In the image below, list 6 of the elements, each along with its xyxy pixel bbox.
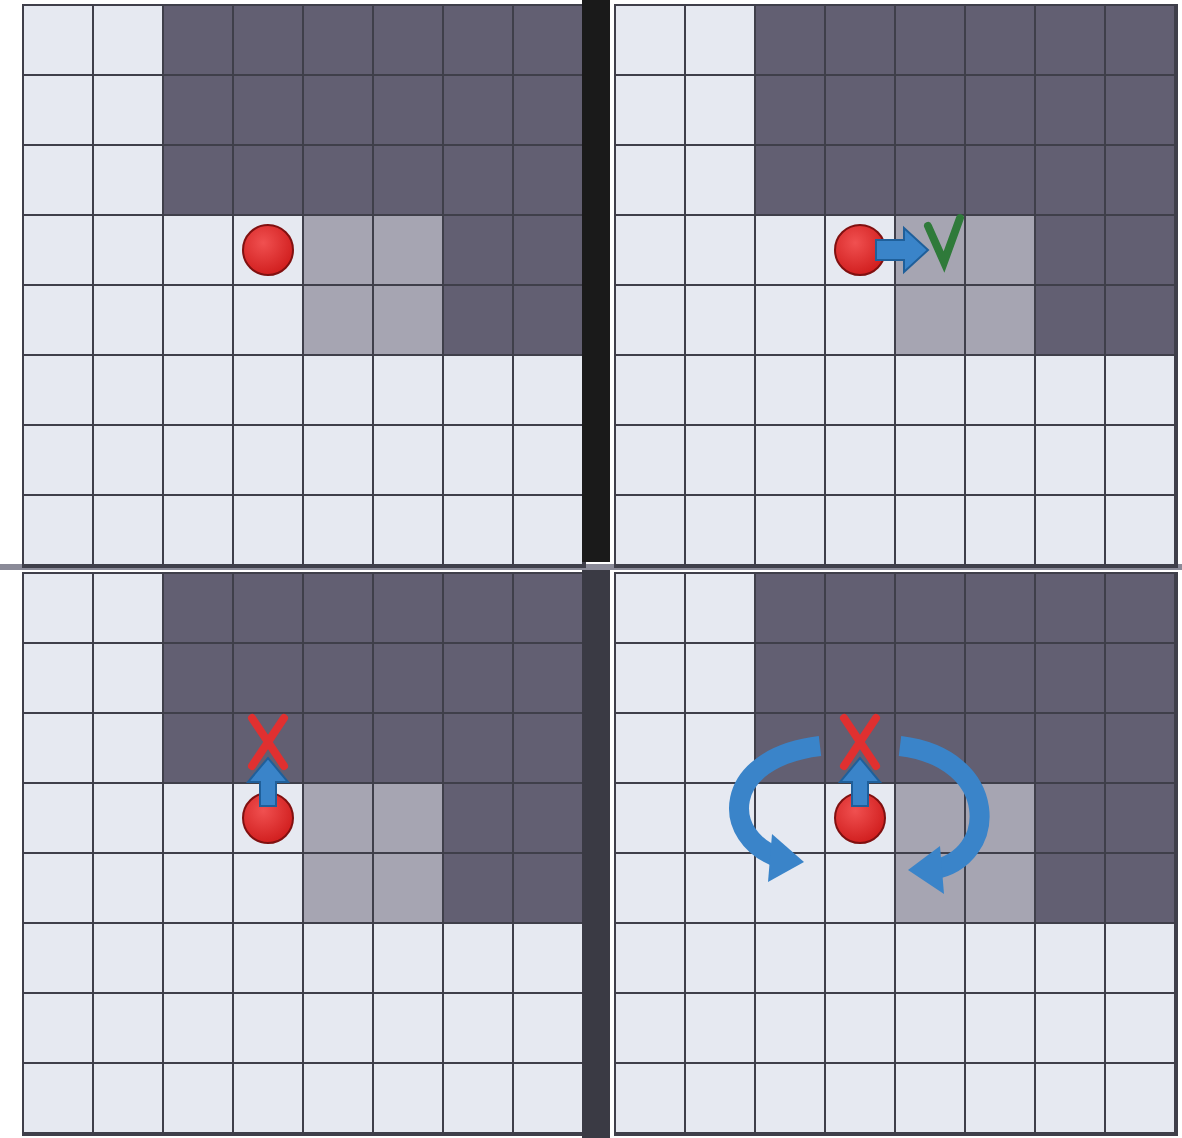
grid-panel xyxy=(614,572,1178,1136)
divider-bar xyxy=(582,570,610,1138)
grid-panel xyxy=(22,572,586,1136)
grid-panel xyxy=(22,4,586,568)
divider-bar xyxy=(582,0,610,562)
grid-panel xyxy=(614,4,1178,568)
